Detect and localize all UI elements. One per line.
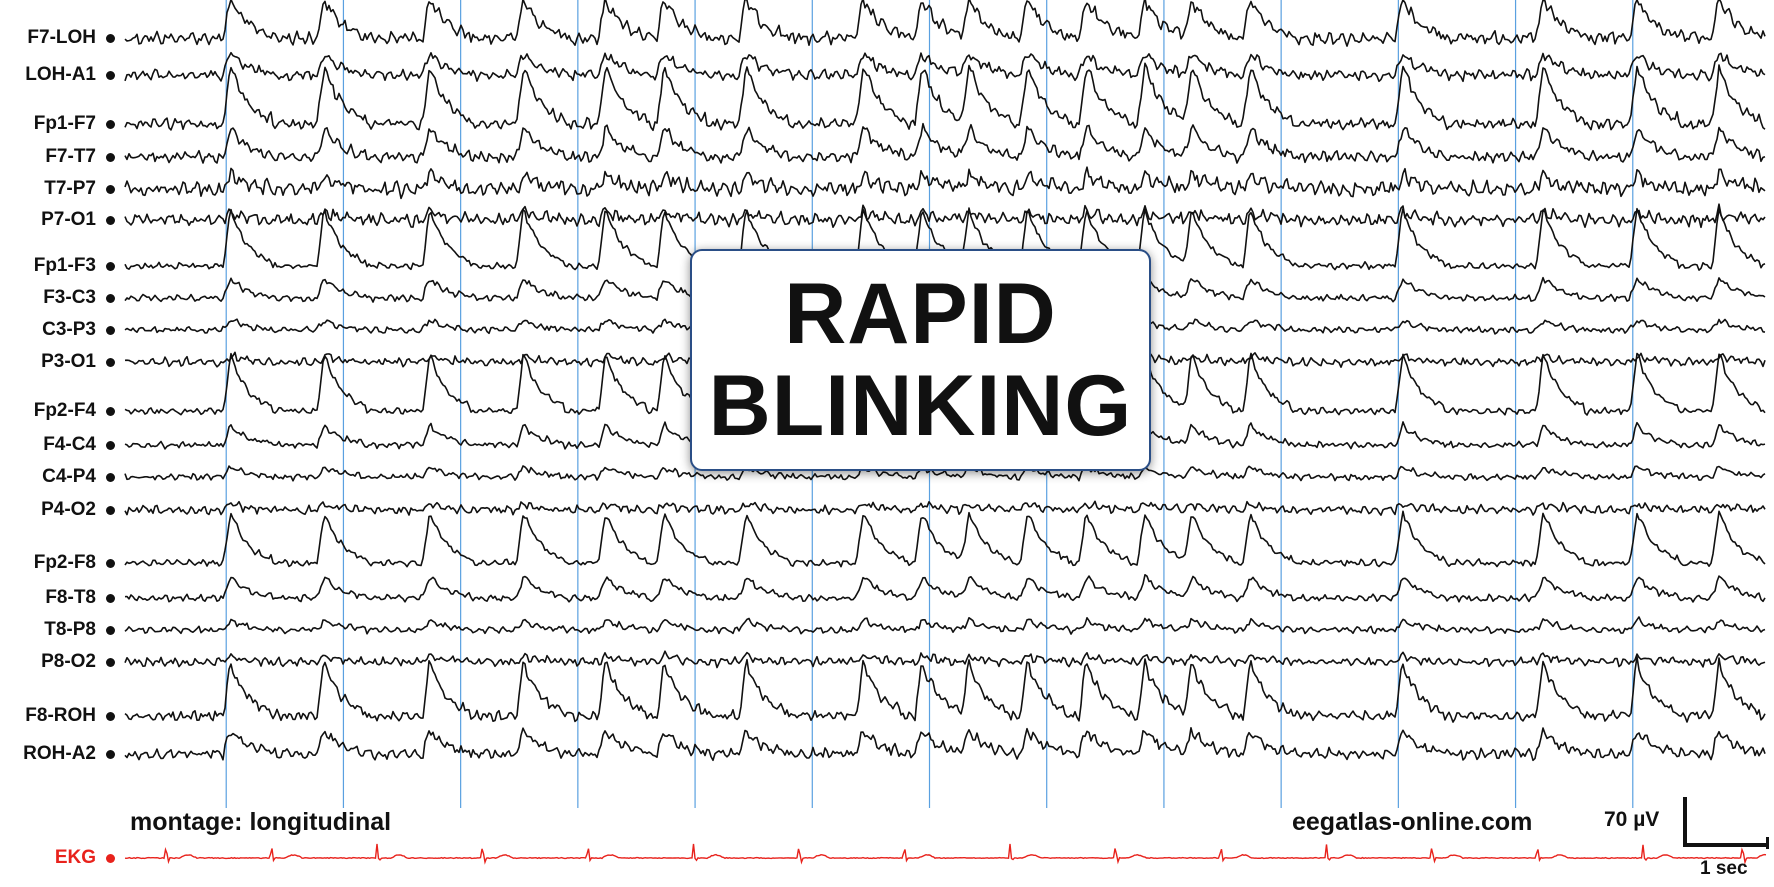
channel-dot — [106, 358, 115, 367]
channel-dot-ekg — [106, 854, 115, 863]
trace-loh-a1 — [124, 51, 1766, 83]
trace-f8-roh — [124, 656, 1766, 723]
trace-t7-p7 — [124, 166, 1766, 200]
title-line-1: RAPID — [784, 266, 1057, 362]
channel-label: Fp2-F8 — [33, 552, 96, 573]
channel-label: ROH-A2 — [23, 743, 96, 764]
channel-label: F3-C3 — [43, 287, 96, 308]
channel-dot — [106, 594, 115, 603]
site-watermark: eegatlas-online.com — [1292, 808, 1533, 836]
trace-f7-t7 — [124, 122, 1766, 164]
channel-label: Fp1-F3 — [33, 255, 96, 276]
channel-dot — [106, 750, 115, 759]
channel-dot — [106, 473, 115, 482]
trace-f8-t8 — [124, 574, 1766, 603]
channel-dot — [106, 120, 115, 129]
trace-fp1-f7 — [124, 62, 1766, 132]
trace-roh-a2 — [124, 727, 1766, 762]
time-scale-label: 1 sec — [1700, 858, 1748, 879]
title-line-2: BLINKING — [708, 358, 1133, 454]
channel-label: C4-P4 — [42, 466, 96, 487]
channel-dot — [106, 185, 115, 194]
trace-p7-o1 — [124, 203, 1766, 229]
channel-label: T8-P8 — [44, 619, 96, 640]
montage-label: montage: longitudinal — [130, 808, 392, 836]
channel-dot — [106, 262, 115, 271]
trace-fp2-f8 — [124, 510, 1766, 568]
channel-label: Fp2-F4 — [33, 400, 96, 421]
channel-label: F7-LOH — [27, 27, 96, 48]
channel-label: F8-ROH — [25, 705, 96, 726]
channel-dot — [106, 71, 115, 80]
channel-label: T7-P7 — [44, 178, 96, 199]
channel-dot — [106, 626, 115, 635]
channel-label: F7-T7 — [45, 146, 96, 167]
channel-dot — [106, 326, 115, 335]
channel-dot — [106, 216, 115, 225]
channel-dot — [106, 407, 115, 416]
channel-dot — [106, 658, 115, 667]
time-scale-tick — [1766, 837, 1769, 849]
trace-p4-o2 — [124, 500, 1766, 516]
ekg-trace — [124, 843, 1767, 865]
amplitude-scale-bar — [1683, 797, 1687, 846]
title-box: RAPID BLINKING — [690, 249, 1151, 471]
channel-label: LOH-A1 — [25, 64, 96, 85]
trace-ekg — [124, 843, 1767, 865]
channel-label-ekg: EKG — [54, 847, 96, 868]
channel-dot — [106, 559, 115, 568]
channel-dot — [106, 441, 115, 450]
channel-label: P3-O1 — [41, 351, 96, 372]
channel-dot — [106, 712, 115, 721]
amplitude-scale-label: 70 µV — [1604, 808, 1660, 831]
channel-dot — [106, 294, 115, 303]
channel-label: P8-O2 — [41, 651, 96, 672]
channel-dot — [106, 34, 115, 43]
channel-label: F8-T8 — [45, 587, 96, 608]
trace-f7-loh — [124, 0, 1766, 47]
channel-label: P7-O1 — [41, 209, 96, 230]
channel-label: F4-C4 — [43, 434, 96, 455]
trace-p8-o2 — [124, 650, 1766, 669]
channel-dot — [106, 153, 115, 162]
channel-label: Fp1-F7 — [33, 113, 96, 134]
channel-label: C3-P3 — [42, 319, 96, 340]
time-scale-bar — [1683, 843, 1769, 847]
trace-t8-p8 — [124, 616, 1766, 635]
channel-label: P4-O2 — [41, 499, 96, 520]
channel-dot — [106, 506, 115, 515]
